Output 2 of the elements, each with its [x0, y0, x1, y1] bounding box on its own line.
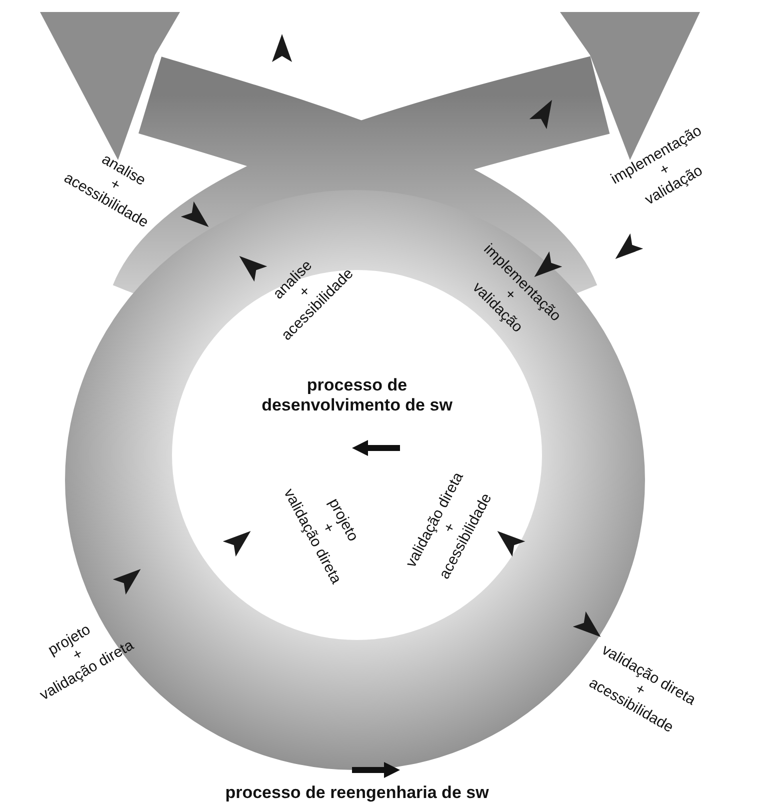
process-title: processo de desenvolvimento de sw [262, 375, 452, 415]
process-title: processo de reengenharia de sw [225, 783, 489, 803]
